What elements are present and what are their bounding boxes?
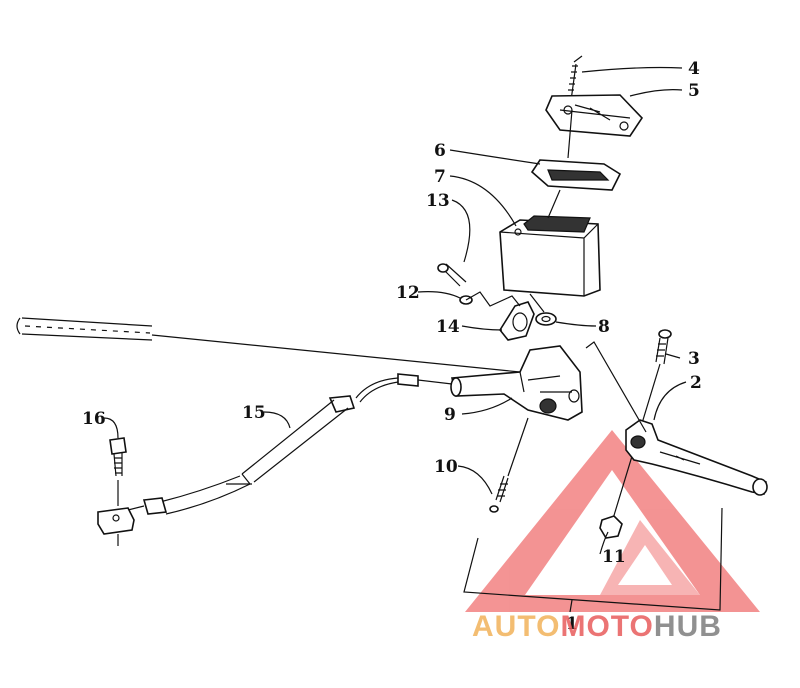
o-ring bbox=[535, 312, 557, 326]
callout-6: 6 bbox=[434, 141, 446, 161]
reservoir-screw bbox=[437, 263, 467, 287]
mounting-screw bbox=[489, 417, 529, 513]
callout-13: 13 bbox=[426, 191, 450, 211]
callout-11: 11 bbox=[602, 547, 626, 567]
callout-16: 16 bbox=[82, 409, 106, 429]
callout-10: 10 bbox=[434, 457, 458, 477]
hose-fitting-block bbox=[97, 507, 135, 546]
brake-hose bbox=[127, 373, 453, 515]
master-cylinder bbox=[450, 345, 583, 421]
callout-7: 7 bbox=[434, 167, 446, 187]
callout-1: 1 bbox=[566, 614, 578, 634]
callout-15: 15 bbox=[242, 403, 266, 423]
assembly-lines bbox=[463, 109, 723, 613]
svg-text:AUTOMOTOHUB: AUTOMOTOHUB bbox=[472, 610, 722, 643]
reservoir-clamp bbox=[499, 301, 535, 341]
callout-2: 2 bbox=[690, 373, 702, 393]
watermark-auto: AUTO bbox=[472, 610, 560, 643]
callout-9: 9 bbox=[444, 405, 456, 425]
watermark-hub: HUB bbox=[654, 610, 722, 643]
handlebar bbox=[16, 317, 521, 373]
callout-5: 5 bbox=[688, 81, 700, 101]
watermark-logo-icon bbox=[465, 430, 760, 612]
callout-labels: 1 2 3 4 5 6 7 8 9 10 11 12 13 14 15 16 bbox=[82, 59, 702, 634]
callout-8: 8 bbox=[598, 317, 610, 337]
fluid-reservoir bbox=[499, 215, 601, 297]
leader-lines bbox=[103, 66, 687, 555]
watermark-text: AUTOMOTOHUB bbox=[472, 610, 722, 643]
callout-12: 12 bbox=[396, 283, 420, 303]
reservoir-cover bbox=[545, 94, 644, 137]
hose-bolt bbox=[109, 437, 127, 506]
callout-4: 4 bbox=[688, 59, 700, 79]
brake-lever bbox=[625, 419, 768, 496]
lever-nut bbox=[599, 515, 623, 539]
callout-3: 3 bbox=[688, 349, 700, 369]
reservoir-diaphragm bbox=[530, 159, 622, 191]
callout-14: 14 bbox=[436, 317, 460, 337]
watermark-moto: MOTO bbox=[560, 610, 653, 643]
